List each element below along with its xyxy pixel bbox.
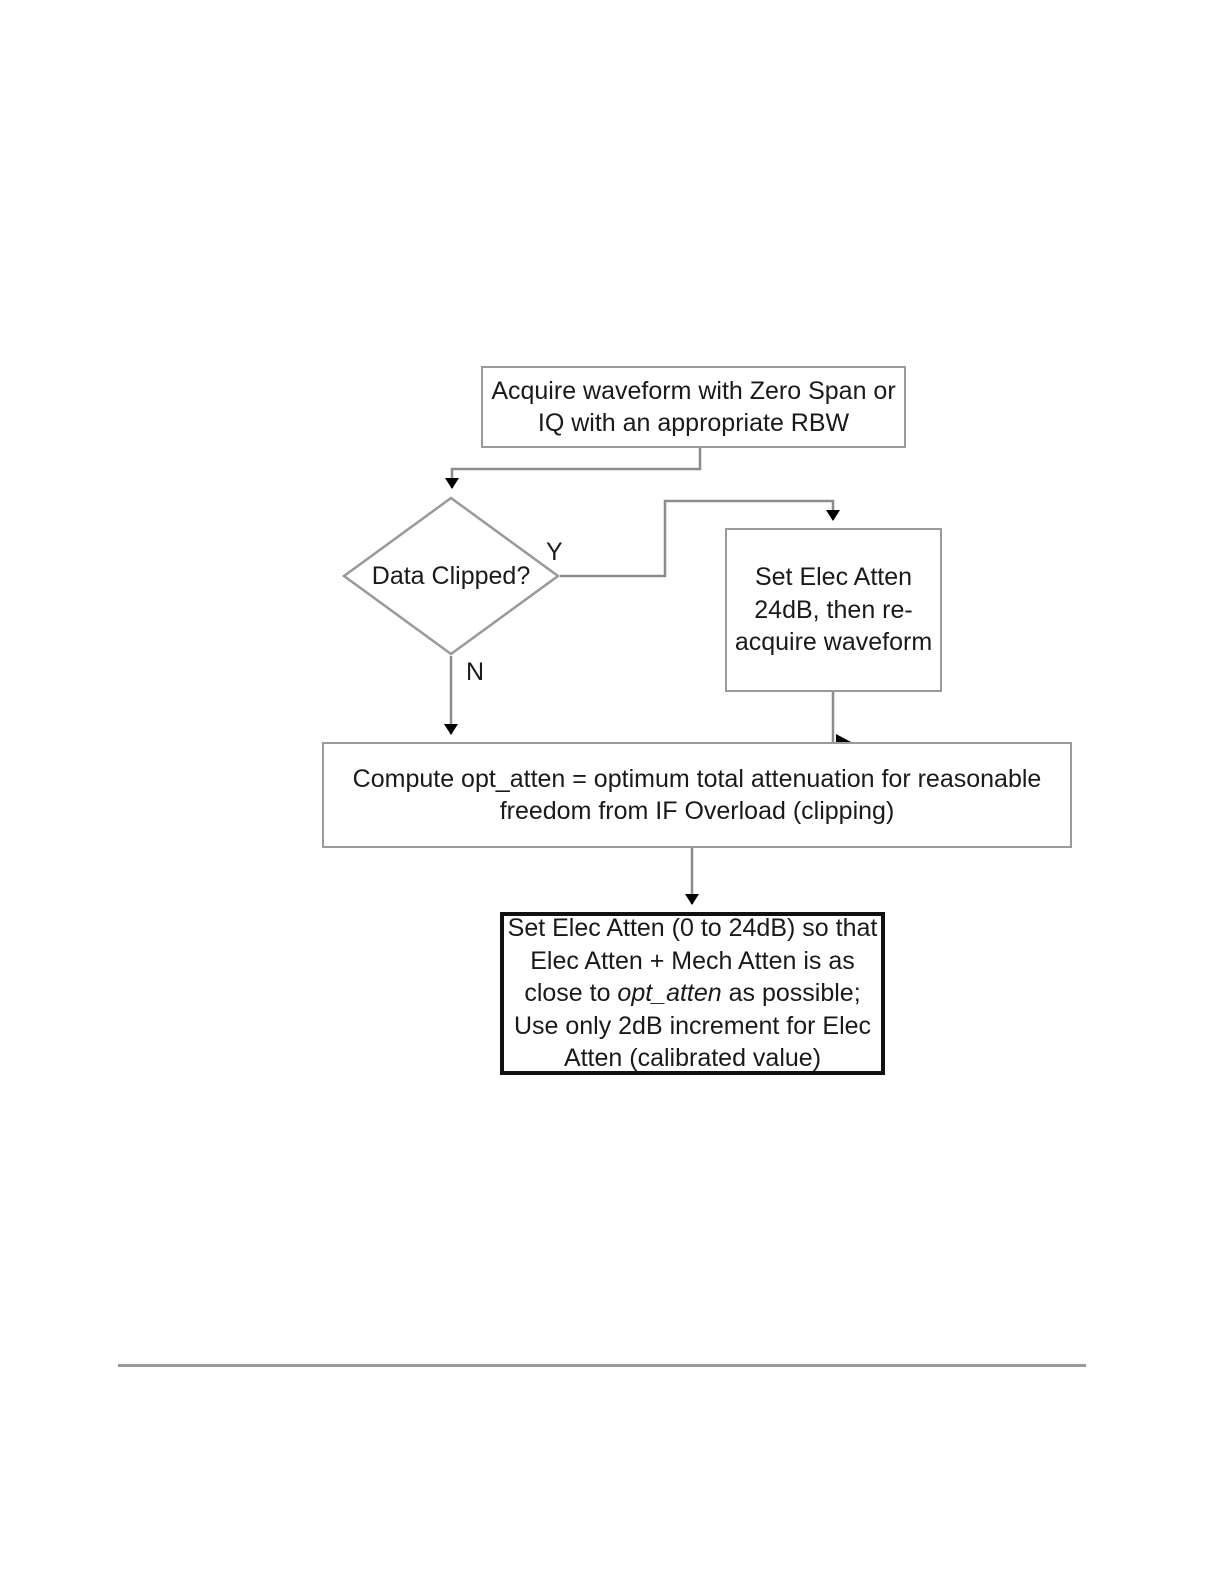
edge-label-no: N xyxy=(466,658,485,686)
node-compute-label: Compute opt_atten = optimum total attenu… xyxy=(352,764,1042,826)
node-data-clipped-decision: Data Clipped? xyxy=(342,496,560,656)
node-set-atten-24-label: Set Elec Atten 24dB, then re- acquire wa… xyxy=(734,563,933,657)
node-decision-label: Data Clipped? xyxy=(371,561,531,590)
final-line-4: Use only 2dB increment for Elec xyxy=(513,1011,872,1040)
page-footer-rule xyxy=(118,1364,1086,1367)
final-line-2: Elec Atten + Mech Atten is as xyxy=(530,946,855,975)
edge-decision-yes-to-set-atten xyxy=(560,499,840,578)
final-line-3-post: as possible; xyxy=(721,979,861,1008)
decision-diamond-shape xyxy=(342,496,560,656)
edge-acquire-to-decision xyxy=(445,448,702,489)
final-line-1: Set Elec Atten (0 to 24dB) so that xyxy=(507,914,878,943)
final-line-5: Atten (calibrated value) xyxy=(563,1044,822,1073)
edge-label-yes: Y xyxy=(546,538,563,566)
node-compute-opt-atten: Compute opt_atten = optimum total attenu… xyxy=(322,742,1072,848)
node-acquire-waveform: Acquire waveform with Zero Span or IQ wi… xyxy=(481,366,906,448)
node-acquire-label: Acquire waveform with Zero Span or IQ wi… xyxy=(491,376,896,438)
final-line-3-emphasis: opt_atten xyxy=(617,979,722,1008)
node-set-elec-atten-24db: Set Elec Atten 24dB, then re- acquire wa… xyxy=(725,528,942,692)
final-line-3-pre: close to xyxy=(524,979,618,1008)
